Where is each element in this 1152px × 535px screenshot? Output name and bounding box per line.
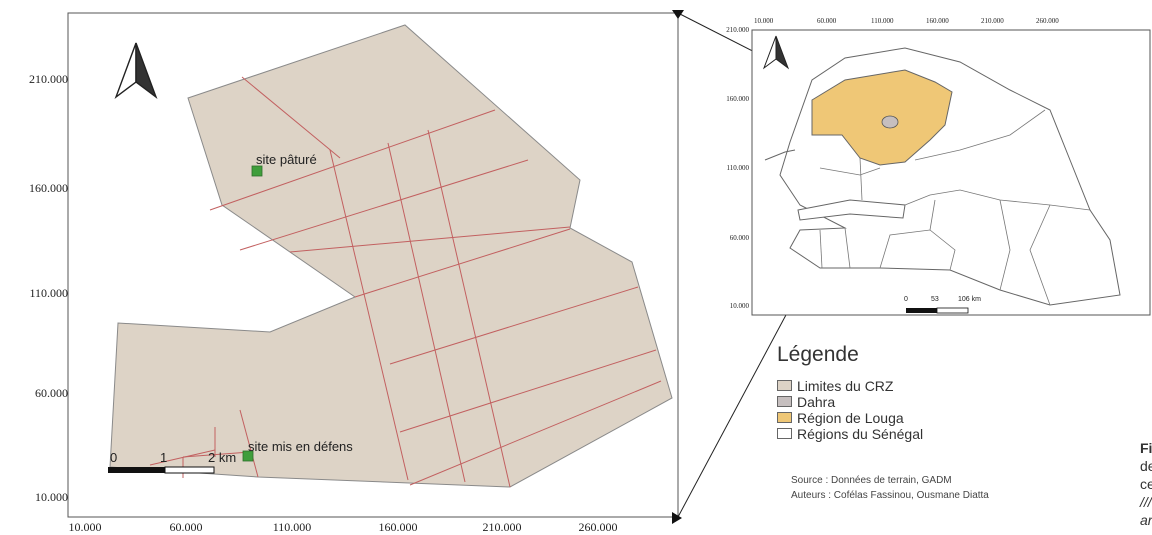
caption-line-1: Figu [1140,440,1152,456]
x-tick-160: 160.000 [378,520,418,534]
caption-line-4: /// L [1140,494,1152,510]
caption-line-2: de [1140,458,1152,474]
legend-title: Légende [777,343,859,366]
crz-boundary [109,24,673,488]
caption-line-3: cell [1140,476,1152,492]
legend-swatch-senegal [777,428,792,439]
legend-swatch-dahra [777,396,792,407]
x-tick-110: 110.000 [272,520,312,534]
legend-label-dahra: Dahra [797,393,836,410]
inset-scale-bar [906,307,969,314]
north-arrow-icon [114,42,158,99]
legend-source: Source : Données de terrain, GADM [791,475,952,486]
inset-x-tick-260: 260.000 [1036,17,1059,25]
inset-y-tick-160: 160.000 [726,95,749,103]
gambia-outline [797,199,906,221]
main-scale-bar [108,466,215,474]
y-tick-160: 160.000 [29,181,68,195]
connector-arrow-bottom [672,512,682,524]
parcel-grid [149,76,662,488]
y-tick-10: 10.000 [35,490,68,504]
legend-label-louga: Région de Louga [797,409,904,426]
y-tick-60: 60.000 [35,386,68,400]
legend-item-louga: Région de Louga [777,409,904,426]
x-tick-10: 10.000 [68,520,102,534]
legend-label-crz: Limites du CRZ [797,377,894,394]
x-tick-260: 260.000 [578,520,618,534]
scale-label-2km: 2 km [208,450,237,465]
scale-label-1: 1 [160,450,168,465]
legend-swatch-crz [777,380,792,391]
inset-x-tick-60: 60.000 [817,17,837,25]
legend-item-crz: Limites du CRZ [777,377,894,394]
legend-item-dahra: Dahra [777,393,836,410]
inset-x-tick-110: 110.000 [871,17,894,25]
cap-vert-peninsula [764,149,796,161]
scale-label-0: 0 [110,450,118,465]
inset-y-tick-110: 110.000 [726,164,750,172]
inset-scale-0: 0 [904,296,908,303]
x-tick-210: 210.000 [482,520,522,534]
caption-line-5: area [1140,512,1152,528]
main-map-frame [67,12,679,518]
site-grazed-label: site pâturé [256,152,317,167]
legend-label-senegal: Régions du Sénégal [797,425,924,442]
inset-north-arrow-icon [762,35,790,70]
site-grazed-marker [251,165,263,177]
legend-authors: Auteurs : Cofélas Fassinou, Ousmane Diat… [791,490,989,501]
legend-swatch-louga [777,412,792,423]
x-tick-60: 60.000 [169,520,203,534]
site-protected-label: site mis en défens [248,439,353,454]
inset-x-tick-10: 10.000 [754,17,774,25]
y-tick-110: 110.000 [29,286,68,300]
region-borders [819,109,1091,306]
inset-y-tick-210: 210.000 [726,26,749,34]
inset-x-tick-210: 210.000 [981,17,1004,25]
site-protected-marker [242,450,254,462]
louga-region [811,69,953,166]
dahra-area [881,115,899,129]
inset-x-tick-160: 160.000 [926,17,949,25]
inset-y-tick-60: 60.000 [729,234,749,242]
inset-scale-53: 53 [931,296,939,303]
y-tick-210: 210.000 [29,72,68,86]
connector-arrow-top [672,10,684,19]
legend-item-senegal: Régions du Sénégal [777,425,924,442]
inset-scale-106km: 106 km [958,296,981,303]
inset-y-tick-10: 10.000 [729,302,749,310]
